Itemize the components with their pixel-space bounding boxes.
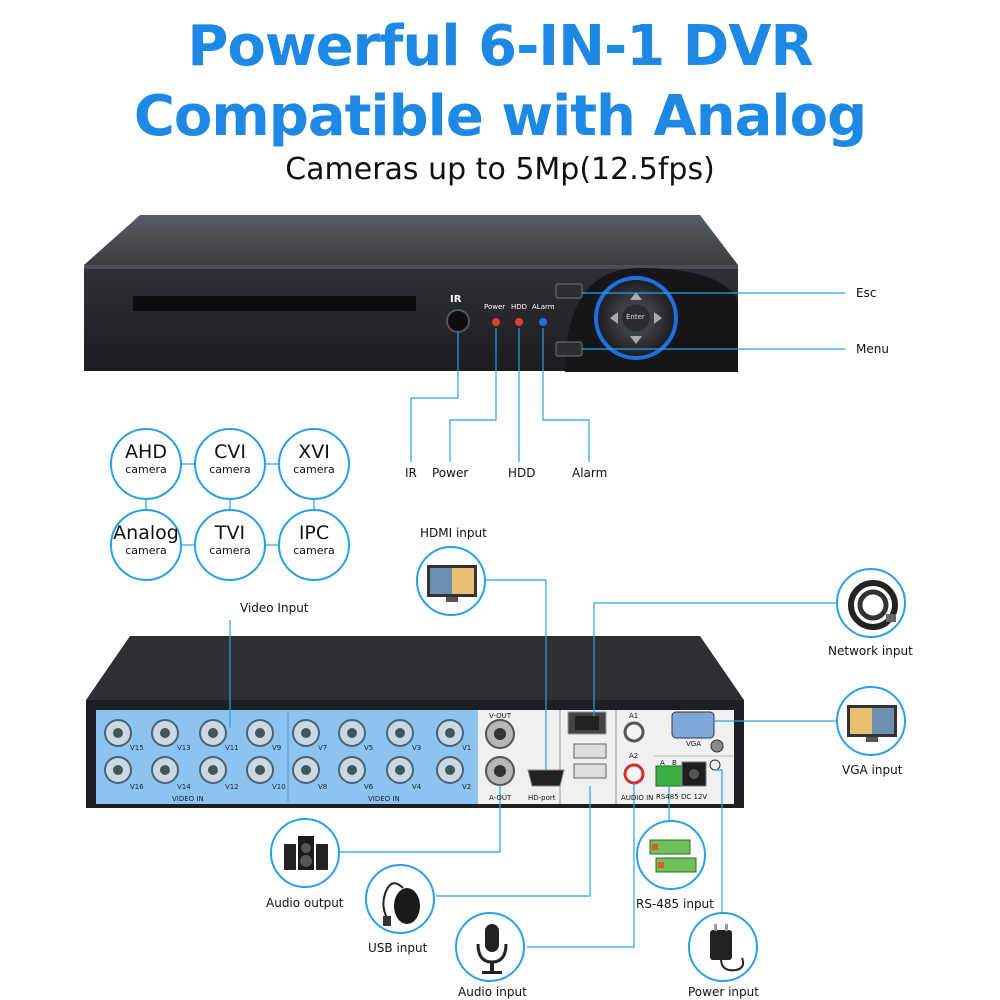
menu-button	[555, 341, 583, 357]
audio-in-label: AUDIO IN	[621, 794, 654, 802]
vga-input-callout: VGA input	[842, 763, 903, 777]
power-input-callout: Power input	[688, 985, 759, 999]
analog-camera-badge: Analog camera	[110, 509, 182, 581]
analog-sub: camera	[125, 544, 167, 557]
audio-in-a2	[623, 763, 645, 785]
esc-callout: Esc	[856, 286, 877, 300]
subtitle: Cameras up to 5Mp(12.5fps)	[285, 152, 715, 187]
channel-label-v12: V12	[225, 783, 239, 791]
usb-mouse-icon	[365, 864, 435, 934]
channel-label-v8: V8	[318, 783, 328, 791]
speaker-icon	[270, 818, 340, 888]
drive-slot	[133, 296, 416, 311]
power-led	[492, 318, 500, 326]
power-adapter-icon	[688, 912, 758, 982]
network-input-callout: Network input	[828, 644, 913, 658]
xvi-sub: camera	[293, 463, 335, 476]
dc12v-label: DC 12V	[681, 793, 708, 801]
tvi-camera-badge: TVI camera	[194, 509, 266, 581]
cvi-camera-badge: CVI camera	[194, 428, 266, 500]
rear-callout-lines	[229, 579, 836, 948]
audio-in-a1	[623, 721, 645, 743]
hdmi-input-callout: HDMI input	[420, 526, 487, 540]
headline-line-2: Compatible with Analog	[133, 84, 867, 149]
power-callout: Power	[432, 466, 469, 480]
channel-label-v2: V2	[462, 783, 472, 791]
ahd-sub: camera	[125, 463, 167, 476]
hd-port-label: HD-port	[528, 794, 556, 802]
ipc-sub: camera	[293, 544, 335, 557]
a1-label: A1	[629, 712, 639, 720]
b-label: B	[672, 759, 677, 767]
audio-input-callout: Audio input	[458, 985, 527, 999]
a-label: A	[660, 759, 665, 767]
video-in-label-left: VIDEO IN	[172, 795, 204, 803]
menu-callout: Menu	[856, 342, 889, 356]
video-input-callout: Video Input	[240, 601, 309, 615]
ir-panel-label: IR	[450, 294, 462, 305]
ipc-camera-badge: IPC camera	[278, 509, 350, 581]
channel-label-v16: V16	[130, 783, 144, 791]
audio-output-callout: Audio output	[266, 896, 344, 910]
alarm-led-label: ALarm	[532, 303, 555, 311]
vout-label: V-OUT	[489, 712, 512, 720]
vga-port	[671, 711, 715, 739]
tvi-sub: camera	[209, 544, 251, 557]
channel-label-v10: V10	[272, 783, 286, 791]
front-callout-lines	[410, 292, 845, 462]
usb-input-callout: USB input	[368, 941, 428, 955]
channel-label-v9: V9	[272, 744, 282, 752]
ir-sensor	[446, 309, 470, 333]
channel-label-v6: V6	[364, 783, 374, 791]
channel-label-v4: V4	[412, 783, 422, 791]
analog-label: Analog	[113, 522, 179, 544]
xvi-label: XVI	[298, 441, 330, 463]
enter-label: Enter	[626, 313, 645, 321]
microphone-icon	[455, 912, 525, 982]
channel-label-v13: V13	[177, 744, 191, 752]
channel-label-v5: V5	[364, 744, 374, 752]
cvi-sub: camera	[209, 463, 251, 476]
hdmi-port	[527, 769, 565, 787]
xvi-camera-badge: XVI camera	[278, 428, 350, 500]
rs485-converter-icon	[636, 820, 706, 890]
hdmi-monitor-icon	[416, 546, 486, 616]
channel-label-v3: V3	[412, 744, 422, 752]
rs485-terminal	[655, 765, 683, 787]
ir-callout: IR	[405, 466, 417, 480]
front-dvr	[84, 215, 738, 372]
hdd-led-label: HDD	[511, 303, 528, 311]
power-led-label: Power	[484, 303, 506, 311]
alarm-led	[539, 318, 547, 326]
channel-label-v7: V7	[318, 744, 328, 752]
headline-line-1: Powerful 6-IN-1 DVR	[187, 14, 813, 79]
tvi-label: TVI	[214, 522, 246, 544]
rear-dvr	[86, 636, 744, 808]
cvi-label: CVI	[214, 441, 246, 463]
ahd-camera-badge: AHD camera	[110, 428, 182, 500]
a2-label: A2	[629, 752, 639, 760]
usb-port-2	[573, 763, 607, 779]
channel-label-v14: V14	[177, 783, 191, 791]
hdd-callout: HDD	[508, 466, 536, 480]
alarm-callout: Alarm	[572, 466, 608, 480]
network-cable-icon	[836, 568, 906, 638]
aout-label: A-OUT	[489, 794, 512, 802]
usb-port-1	[573, 743, 607, 759]
ahd-label: AHD	[125, 441, 167, 463]
ipc-label: IPC	[298, 522, 330, 544]
channel-label-v15: V15	[130, 744, 144, 752]
enter-button	[621, 303, 651, 333]
vga-port-label: VGA	[686, 740, 702, 748]
rs485-input-callout: RS-485 input	[636, 897, 714, 911]
channel-label-v1: V1	[462, 744, 472, 752]
vga-monitor-icon	[836, 686, 906, 756]
channel-label-v11: V11	[225, 744, 239, 752]
hdd-led	[515, 318, 523, 326]
esc-button	[555, 283, 583, 299]
video-in-label-right: VIDEO IN	[368, 795, 400, 803]
rs485-label: RS485	[656, 793, 679, 801]
